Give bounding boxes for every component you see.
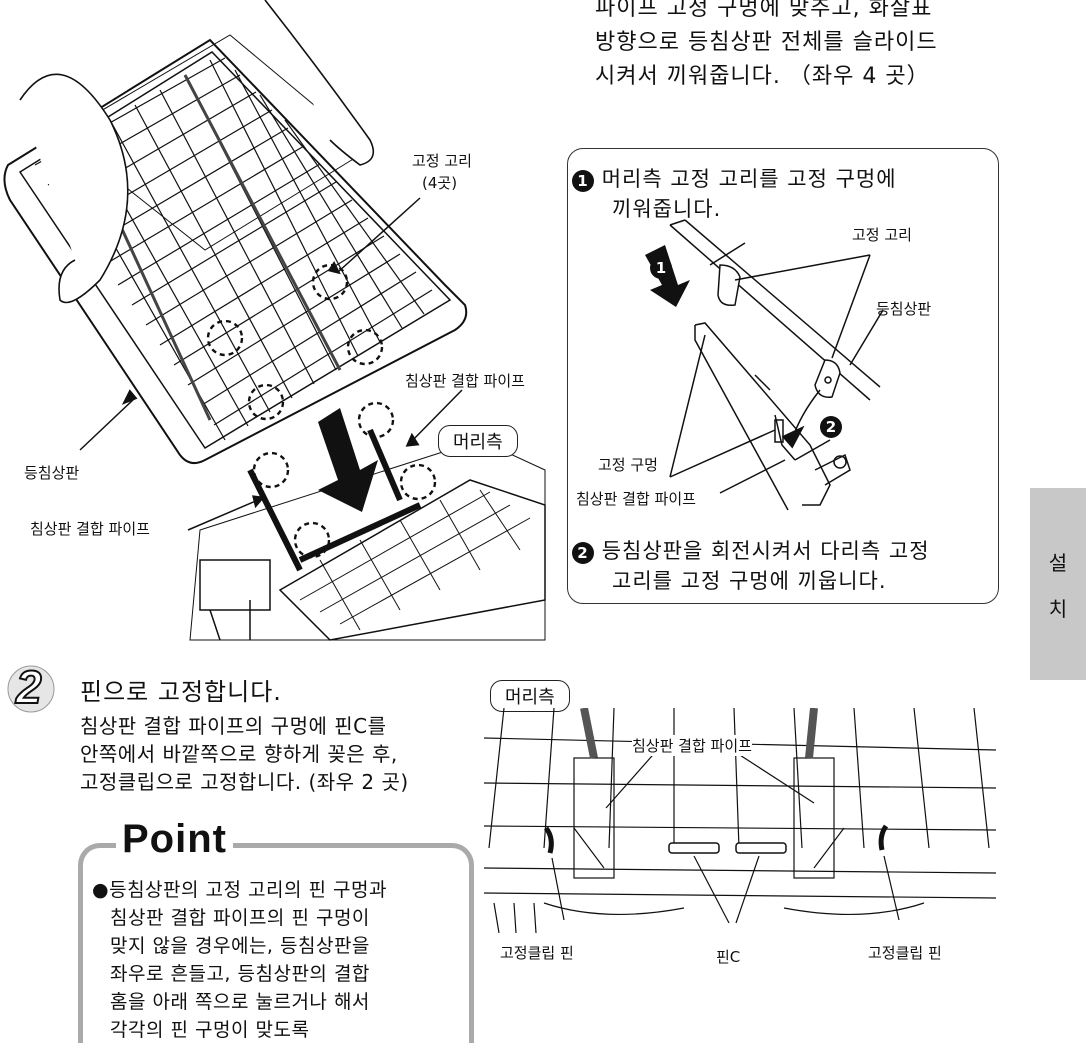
point-line: 좌우로 흔들고, 등침상판의 결합 bbox=[110, 963, 370, 985]
top-instruction-line: 파이프 고정 구멍에 맞추고, 화살표 bbox=[595, 0, 933, 21]
arrow2-number-icon: 2 bbox=[820, 416, 842, 438]
top-instruction: 파이프 고정 구멍에 맞추고, 화살표 방향으로 등침상판 전체를 슬라이드 시… bbox=[595, 0, 938, 94]
callout-step1-line: 끼워줍니다. bbox=[612, 197, 722, 221]
step2-body-line: 안쪽에서 바깥쪽으로 향하게 꽂은 후, bbox=[80, 742, 398, 766]
step2-number-icon: 2 bbox=[572, 542, 594, 564]
callout-pipe-label: 침상판 결합 파이프 bbox=[576, 490, 696, 508]
pin-pipe-label: 침상판 결합 파이프 bbox=[632, 735, 752, 756]
bullet-icon: ● bbox=[92, 879, 110, 901]
point-box bbox=[78, 843, 474, 1043]
pin-fixing-illustration bbox=[484, 708, 996, 934]
point-body: ●등침상판의 고정 고리의 핀 구멍과 침상판 결합 파이프의 핀 구멍이 맞지… bbox=[92, 876, 472, 1044]
pipe-label-left: 침상판 결합 파이프 bbox=[30, 520, 150, 538]
callout-step2-line: 등침상판을 회전시켜서 다리측 고정 bbox=[601, 539, 930, 563]
hook-count: (4곳) bbox=[422, 174, 458, 192]
arrow-step1-marker: 1 bbox=[650, 257, 672, 279]
callout-hole-label: 고정 구멍 bbox=[598, 456, 658, 474]
callout-step1: 1 머리측 고정 고리를 고정 구멍에 bbox=[572, 165, 897, 193]
point-line-text: 등침상판의 고정 고리의 핀 구멍과 bbox=[109, 879, 387, 901]
callout-hook-label: 고정 고리 bbox=[852, 226, 912, 244]
side-tab-char: 설 bbox=[1048, 551, 1068, 575]
point-line: ●등침상판의 고정 고리의 핀 구멍과 bbox=[92, 876, 472, 904]
top-instruction-line: 시켜서 끼워줍니다. （좌우 4 곳） bbox=[595, 64, 930, 89]
clip-pin-label-right: 고정클립 핀 bbox=[868, 944, 942, 962]
clip-pin-label-left: 고정클립 핀 bbox=[500, 944, 574, 962]
point-line: 침상판 결합 파이프의 핀 구멍이 bbox=[110, 907, 370, 929]
head-side-tag-2: 머리측 bbox=[490, 680, 570, 712]
step2-body: 침상판 결합 파이프의 구멍에 핀C를 안쪽에서 바깥쪽으로 향하게 꽂은 후,… bbox=[80, 712, 409, 796]
point-line: 홈을 아래 쪽으로 눌르거나 해서 bbox=[110, 991, 370, 1013]
side-tab-char: 치 bbox=[1048, 597, 1068, 621]
callout-board-label: 등침상판 bbox=[876, 300, 932, 318]
pin-c-label: 핀C bbox=[716, 948, 741, 966]
step2-number-badge bbox=[7, 665, 55, 713]
step2-body-line: 고정클립으로 고정합니다. (좌우 2 곳) bbox=[80, 770, 409, 794]
arrow1-number-icon: 1 bbox=[650, 257, 672, 279]
step2-number: 2 bbox=[15, 660, 43, 714]
callout-step2: 2 등침상판을 회전시켜서 다리측 고정 bbox=[572, 537, 930, 565]
point-title: Point bbox=[116, 817, 233, 862]
board-label: 등침상판 bbox=[24, 464, 80, 482]
hook-label: 고정 고리 bbox=[412, 152, 472, 170]
top-instruction-line: 방향으로 등침상판 전체를 슬라이드 bbox=[595, 30, 938, 55]
board-placement-illustration bbox=[3, 0, 546, 641]
step2-body-line: 침상판 결합 파이프의 구멍에 핀C를 bbox=[80, 714, 387, 738]
point-line: 맞지 않을 경우에는, 등침상판을 bbox=[110, 935, 370, 957]
callout-step2-line: 고리를 고정 구멍에 끼웁니다. bbox=[612, 569, 887, 593]
pipe-label-right: 침상판 결합 파이프 bbox=[405, 372, 525, 390]
step1-number-icon: 1 bbox=[572, 170, 594, 192]
point-line: 각각의 핀 구멍이 맞도록 bbox=[110, 1019, 310, 1041]
arrow-step2-marker: 2 bbox=[820, 416, 842, 438]
step2-title: 핀으로 고정합니다. bbox=[80, 678, 282, 706]
callout-step1-line: 머리측 고정 고리를 고정 구멍에 bbox=[601, 167, 897, 191]
head-side-tag: 머리측 bbox=[438, 425, 518, 457]
section-side-tab: 설 치 bbox=[1030, 488, 1086, 680]
callout-box bbox=[567, 148, 999, 604]
